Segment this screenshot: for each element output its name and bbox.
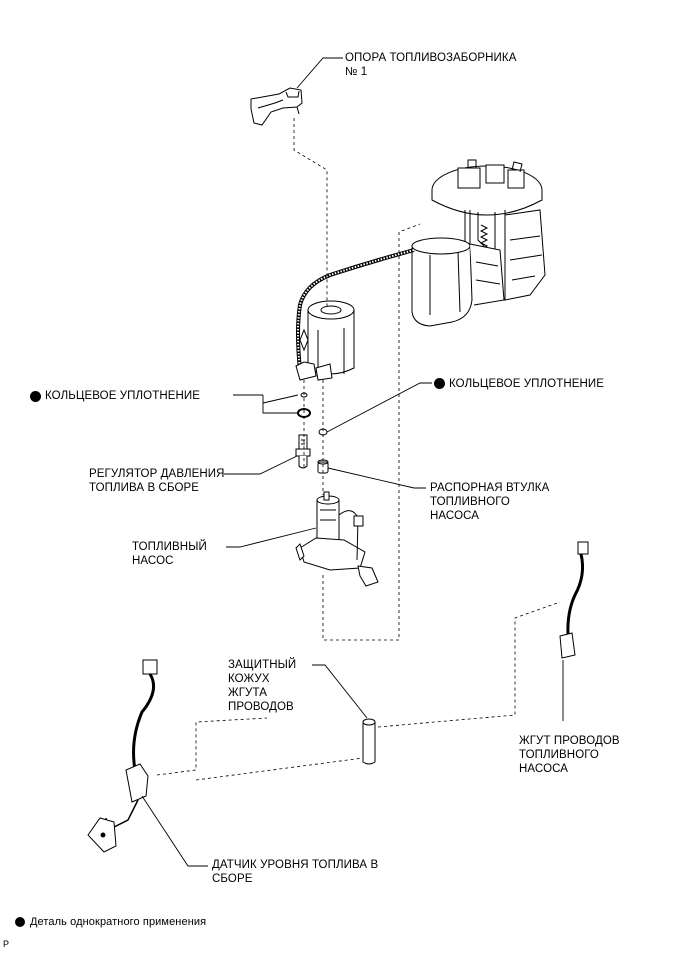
label-protector-line3: ЖГУТА xyxy=(228,687,267,699)
legend-text: Деталь однократного применения xyxy=(30,916,207,928)
label-fuel-pump-line1: ТОПЛИВНЫЙ xyxy=(132,541,207,553)
legend-bullet-icon xyxy=(15,917,25,927)
protector-part xyxy=(362,718,376,765)
label-fuel-pump-line2: НАСОС xyxy=(132,555,174,567)
fuel-filter-part xyxy=(295,300,355,381)
label-o-ring-right: КОЛЬЦЕВОЕ УПЛОТНЕНИЕ xyxy=(449,378,605,390)
fuel-pump-part xyxy=(295,491,379,587)
assembly-dashed-lines xyxy=(156,118,561,781)
label-fuel-pump-wire-line2: ТОПЛИВНОГО xyxy=(519,749,599,761)
label-protector-line4: ПРОВОДОВ xyxy=(228,701,294,713)
fuel-pump-wire-part xyxy=(559,541,589,659)
label-fuel-suction-support-line2: № 1 xyxy=(345,66,368,78)
label-fuel-pump-spacer: РАСПОРНАЯ ВТУЛКА ТОПЛИВНОГО НАСОСА xyxy=(430,481,549,523)
label-fuel-pump-wire-line1: ЖГУТ ПРОВОДОВ xyxy=(519,735,620,747)
fuel-pump-module-part xyxy=(411,159,546,327)
label-fuel-sender-gauge-line2: СБОРЕ xyxy=(212,873,253,885)
label-fuel-pump-wire-line3: НАСОСА xyxy=(519,763,569,775)
label-fuel-pump-spacer-line1: РАСПОРНАЯ ВТУЛКА xyxy=(430,482,550,494)
label-fuel-pressure-regulator-line1: РЕГУЛЯТОР ДАВЛЕНИЯ xyxy=(89,468,225,480)
corner-mark: P xyxy=(3,939,10,949)
label-fuel-pressure-regulator: РЕГУЛЯТОР ДАВЛЕНИЯ ТОПЛИВА В СБОРЕ xyxy=(89,467,225,495)
label-protector-line2: КОЖУХ xyxy=(228,673,270,685)
label-protector-line1: ЗАЩИТНЫЙ xyxy=(228,659,297,671)
fuel-hose-part xyxy=(296,248,415,371)
label-fuel-sender-gauge: ДАТЧИК УРОВНЯ ТОПЛИВА В СБОРЕ xyxy=(212,858,378,886)
reuse-bullet-icon xyxy=(30,391,41,402)
label-o-ring-left: КОЛЬЦЕВОЕ УПЛОТНЕНИЕ xyxy=(45,390,201,402)
label-fuel-pump: ТОПЛИВНЫЙ НАСОС xyxy=(132,540,207,568)
label-fuel-suction-support-line1: ОПОРА ТОПЛИВОЗАБОРНИКА xyxy=(345,52,517,64)
label-fuel-suction-support: ОПОРА ТОПЛИВОЗАБОРНИКА № 1 xyxy=(345,51,516,79)
leader-lines xyxy=(141,57,564,867)
reuse-bullet-icon xyxy=(434,378,445,389)
fuel-sender-gauge-part xyxy=(87,659,158,853)
label-fuel-sender-gauge-line1: ДАТЧИК УРОВНЯ ТОПЛИВА В xyxy=(212,859,379,871)
label-fuel-pump-wire: ЖГУТ ПРОВОДОВ ТОПЛИВНОГО НАСОСА xyxy=(519,734,620,776)
label-fuel-pump-spacer-line3: НАСОСА xyxy=(430,510,480,522)
label-protector: ЗАЩИТНЫЙ КОЖУХ ЖГУТА ПРОВОДОВ xyxy=(228,658,296,714)
fuel-pressure-regulator-part xyxy=(295,434,311,469)
label-fuel-pump-spacer-line2: ТОПЛИВНОГО xyxy=(430,496,510,508)
fuel-suction-support-part xyxy=(250,87,303,126)
label-fuel-pressure-regulator-line2: ТОПЛИВА В СБОРЕ xyxy=(89,482,200,494)
